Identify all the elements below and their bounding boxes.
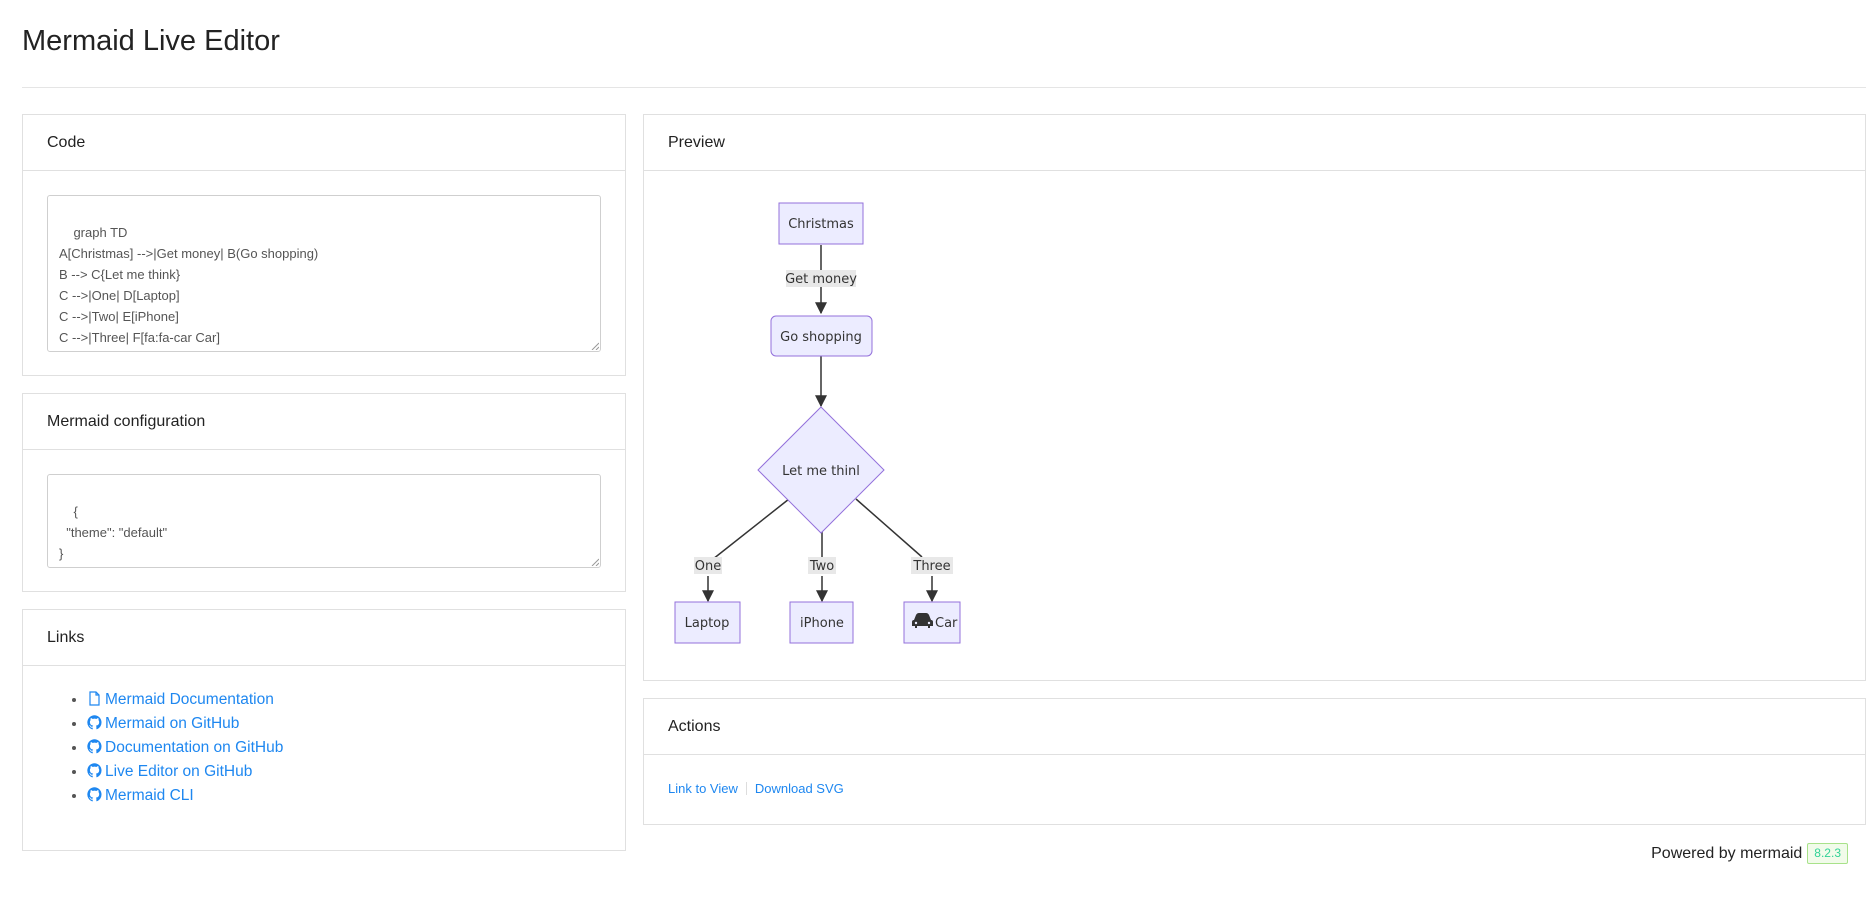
preview-card-header: Preview (644, 115, 1865, 171)
code-card-header: Code (23, 115, 625, 171)
list-item: Mermaid on GitHub (87, 712, 283, 736)
preview-card: Preview Get money One Two Three Christma… (643, 114, 1866, 681)
edge-label-bg (911, 557, 953, 574)
edge-c-f (855, 498, 923, 558)
node-christmas: Christmas (778, 202, 864, 245)
node-label: Let me thinl (782, 464, 860, 479)
edge-label-bg (694, 557, 722, 574)
github-icon (87, 739, 102, 754)
resize-grip-icon[interactable] (591, 342, 599, 350)
node-car: Car (903, 601, 961, 644)
mermaid-cli-link[interactable]: Mermaid CLI (87, 787, 194, 804)
edge-c-d (707, 498, 790, 564)
config-editor-text: { "theme": "default" } (59, 504, 168, 561)
code-card: Code graph TD A[Christmas] -->|Get money… (22, 114, 626, 376)
link-label: Mermaid Documentation (105, 691, 274, 708)
links-card: Links Mermaid Documentation Mermaid on G… (22, 609, 626, 851)
node-label: iPhone (800, 616, 844, 631)
node-label: Car (935, 616, 958, 631)
actions-card: Actions Link to View Download SVG (643, 698, 1866, 825)
edge-label-two: Two (809, 559, 834, 574)
link-to-view-link[interactable]: Link to View (668, 781, 738, 796)
node-label: Go shopping (780, 330, 862, 345)
link-label: Mermaid on GitHub (105, 715, 240, 732)
edge-label-bg (808, 557, 836, 574)
mermaid-documentation-link[interactable]: Mermaid Documentation (87, 691, 274, 708)
list-item: Mermaid Documentation (87, 688, 283, 712)
actions-divider (745, 782, 747, 795)
edge-label-three: Three (912, 559, 950, 574)
node-label: Laptop (685, 616, 730, 631)
node-iphone: iPhone (789, 601, 854, 644)
actions-card-header: Actions (644, 699, 1865, 755)
list-item: Mermaid CLI (87, 784, 283, 808)
config-card-header: Mermaid configuration (23, 394, 625, 450)
documentation-github-link[interactable]: Documentation on GitHub (87, 739, 283, 756)
list-item: Documentation on GitHub (87, 736, 283, 760)
powered-by: Powered by mermaid 8.2.3 (1651, 843, 1848, 864)
list-item: Live Editor on GitHub (87, 760, 283, 784)
node-let-me-think: Let me thinl (757, 406, 885, 534)
edge-label-one: One (695, 559, 721, 574)
live-editor-github-link[interactable]: Live Editor on GitHub (87, 763, 252, 780)
node-label: Christmas (788, 217, 854, 232)
edge-label-get-money: Get money (785, 272, 857, 287)
github-icon (87, 787, 102, 802)
link-label: Mermaid CLI (105, 787, 194, 804)
link-label: Documentation on GitHub (105, 739, 284, 756)
code-editor[interactable]: graph TD A[Christmas] -->|Get money| B(G… (47, 195, 601, 352)
code-editor-text: graph TD A[Christmas] -->|Get money| B(G… (59, 225, 319, 345)
resize-grip-icon[interactable] (591, 558, 599, 566)
config-editor[interactable]: { "theme": "default" } (47, 474, 601, 568)
config-card: Mermaid configuration { "theme": "defaul… (22, 393, 626, 592)
flowchart-diagram: Get money One Two Three Christmas Go sho… (674, 202, 961, 644)
github-icon (87, 763, 102, 778)
mermaid-github-link[interactable]: Mermaid on GitHub (87, 715, 239, 732)
node-go-shopping: Go shopping (770, 315, 873, 357)
links-card-header: Links (23, 610, 625, 666)
car-icon (912, 613, 933, 628)
actions-row: Link to View Download SVG (668, 781, 844, 796)
powered-by-text: Powered by mermaid (1651, 844, 1803, 862)
link-label: Live Editor on GitHub (105, 763, 253, 780)
page-title: Mermaid Live Editor (22, 25, 280, 57)
github-icon (87, 715, 102, 730)
title-divider (22, 87, 1866, 88)
node-laptop: Laptop (674, 601, 741, 644)
links-list: Mermaid Documentation Mermaid on GitHub … (71, 688, 283, 808)
document-icon (89, 691, 100, 706)
version-badge: 8.2.3 (1807, 843, 1848, 864)
edge-label-bg (786, 270, 856, 287)
download-svg-link[interactable]: Download SVG (754, 781, 844, 796)
